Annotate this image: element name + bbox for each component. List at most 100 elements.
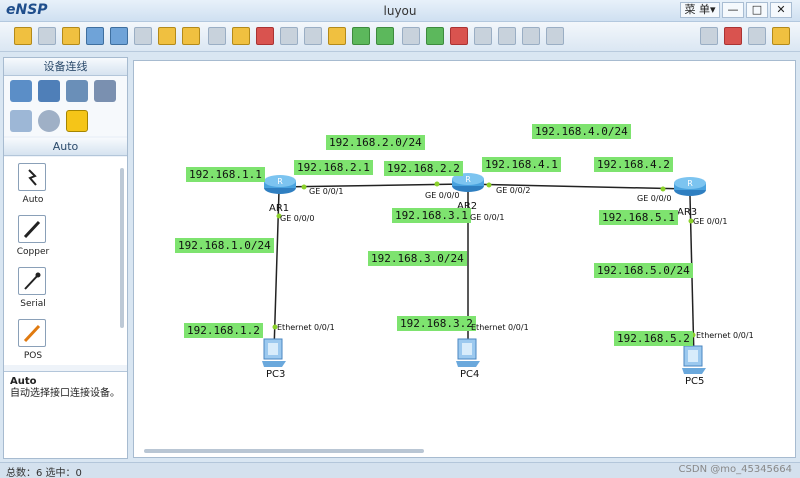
app-logo: eNSP [6, 2, 48, 18]
router-icon[interactable]: R [262, 173, 298, 195]
ip-label: 192.168.1.2 [184, 323, 263, 338]
maximize-button[interactable]: □ [746, 2, 768, 18]
menu-button[interactable]: 菜 单▾ [680, 2, 720, 18]
pc-icon[interactable] [260, 337, 288, 369]
port-dot [301, 184, 307, 190]
screen-icon[interactable] [546, 27, 564, 45]
port-dot [688, 218, 694, 224]
ip-label: 192.168.4.1 [482, 157, 561, 172]
palette-icon[interactable] [328, 27, 346, 45]
port-label: Ethernet 0/0/1 [277, 323, 335, 332]
port-label: GE 0/0/2 [496, 186, 531, 195]
ip-label: 192.168.1.1 [186, 167, 265, 182]
link-ar2-ar3[interactable] [463, 183, 690, 190]
device-label-pc4: PC4 [460, 369, 480, 380]
message-icon[interactable] [700, 27, 718, 45]
pointer-icon[interactable] [208, 27, 226, 45]
serial-cable-icon[interactable] [18, 267, 46, 295]
close-button[interactable]: ✕ [770, 2, 792, 18]
pos-cable-icon[interactable] [18, 319, 46, 347]
network-label: 192.168.3.0/24 [368, 251, 467, 266]
auto-cable-icon[interactable] [18, 163, 46, 191]
topology-canvas[interactable]: R R R AR1 AR2 AR3 PC3 PC4 PC5 192.168.2.… [133, 60, 796, 458]
wlan-category-icon[interactable] [66, 80, 88, 102]
hand-icon[interactable] [232, 27, 250, 45]
toolbar [0, 22, 800, 52]
settings-icon[interactable] [748, 27, 766, 45]
delete-icon[interactable] [256, 27, 274, 45]
print-icon[interactable] [134, 27, 152, 45]
fit-icon[interactable] [402, 27, 420, 45]
status-counts: 总数：6 选中：0 [6, 468, 82, 478]
svg-text:R: R [465, 175, 471, 184]
port-dot [660, 186, 666, 192]
help-icon[interactable] [772, 27, 790, 45]
ip-label: 192.168.2.1 [294, 160, 373, 175]
zoom-out-icon[interactable] [376, 27, 394, 45]
port-dot [486, 182, 492, 188]
ip-label: 192.168.4.2 [594, 157, 673, 172]
cable-category-icon[interactable] [66, 110, 88, 132]
huawei-icon[interactable] [724, 27, 742, 45]
port-label: Ethernet 0/0/1 [696, 331, 754, 340]
network-label: 192.168.2.0/24 [326, 135, 425, 150]
port-dot [434, 181, 440, 187]
svg-text:R: R [687, 179, 693, 188]
network-label: 192.168.4.0/24 [532, 124, 631, 139]
ip-label: 192.168.3.1 [392, 208, 471, 223]
svg-text:R: R [277, 177, 283, 186]
zoom-in-icon[interactable] [352, 27, 370, 45]
port-label: GE 0/0/0 [637, 194, 672, 203]
undo-icon[interactable] [158, 27, 176, 45]
start-icon[interactable] [426, 27, 444, 45]
grid-icon[interactable] [522, 27, 540, 45]
ip-label: 192.168.2.2 [384, 161, 463, 176]
router-category-icon[interactable] [10, 80, 32, 102]
window-title: luyou [383, 4, 417, 18]
description-box: Auto 自动选择接口连接设备。 [4, 371, 127, 458]
open-icon[interactable] [62, 27, 80, 45]
router-icon[interactable]: R [672, 175, 708, 197]
save-icon[interactable] [86, 27, 104, 45]
new-file-icon[interactable] [38, 27, 56, 45]
minimize-button[interactable]: — [722, 2, 744, 18]
device-label-ar3: AR3 [677, 207, 698, 218]
topology-icon[interactable] [498, 27, 516, 45]
cloud-category-icon[interactable] [38, 110, 60, 132]
port-label: GE 0/0/1 [470, 213, 505, 222]
device-category-icons [4, 76, 127, 136]
canvas-horizontal-scrollbar[interactable] [144, 449, 424, 453]
port-dot [272, 324, 278, 330]
device-panel: 设备连线 Auto Auto Copper Serial POS Auto 自动… [3, 57, 128, 459]
new-topo-icon[interactable] [14, 27, 32, 45]
copper-cable-icon[interactable] [18, 215, 46, 243]
ip-label: 192.168.5.1 [599, 210, 678, 225]
cable-label: POS [23, 351, 43, 361]
redo-icon[interactable] [182, 27, 200, 45]
save-as-icon[interactable] [110, 27, 128, 45]
switch-category-icon[interactable] [38, 80, 60, 102]
port-label: GE 0/0/0 [280, 214, 315, 223]
title-bar: eNSP luyou 菜 单▾ — □ ✕ [0, 0, 800, 22]
description-text: 自动选择接口连接设备。 [10, 388, 120, 399]
network-label: 192.168.5.0/24 [594, 263, 693, 278]
panel-header: 设备连线 [4, 58, 127, 76]
link-ar1-ar2[interactable] [276, 183, 465, 188]
text-icon[interactable] [304, 27, 322, 45]
port-dot [276, 213, 282, 219]
status-bar: 总数：6 选中：0 CSDN @mo_45345664 [0, 462, 800, 478]
capture-icon[interactable] [474, 27, 492, 45]
watermark: CSDN @mo_45345664 [678, 464, 792, 475]
port-label: GE 0/0/1 [309, 187, 344, 196]
pc-category-icon[interactable] [10, 110, 32, 132]
port-label: GE 0/0/1 [693, 217, 728, 226]
stop-icon[interactable] [450, 27, 468, 45]
pc-icon[interactable] [454, 337, 482, 369]
router-icon[interactable]: R [450, 171, 486, 193]
cable-list-scrollbar[interactable] [120, 168, 124, 328]
delete-link-icon[interactable] [280, 27, 298, 45]
pc-icon[interactable] [680, 344, 708, 376]
device-label-pc3: PC3 [266, 369, 286, 380]
firewall-category-icon[interactable] [94, 80, 116, 102]
device-label-ar1: AR1 [269, 203, 290, 214]
